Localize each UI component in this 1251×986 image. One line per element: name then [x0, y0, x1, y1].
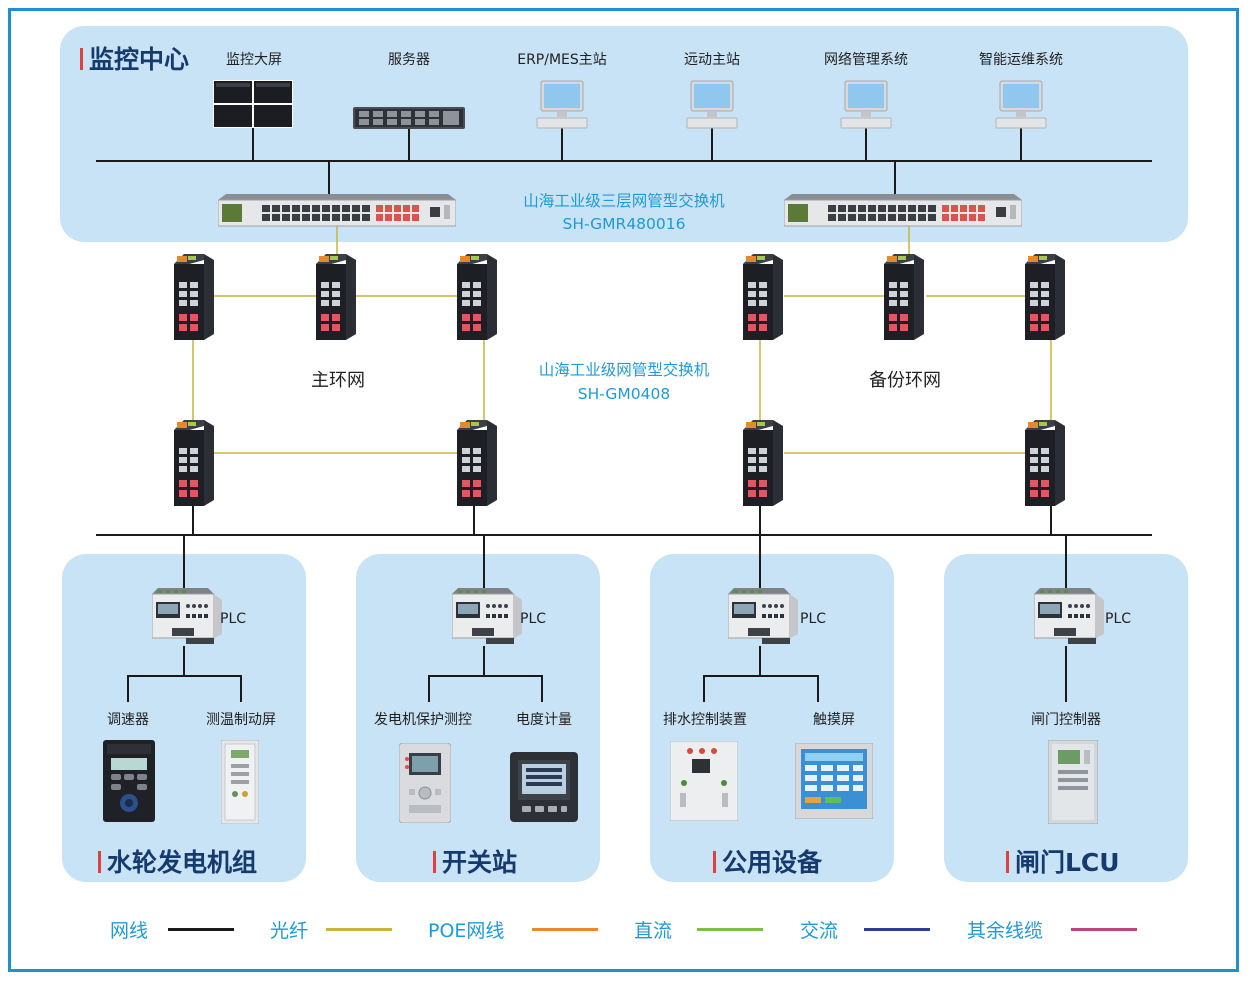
legend-label-poe: POE网线: [428, 920, 505, 942]
legend-label-ethernet: 网线: [110, 920, 149, 942]
device-label-gate-controller: 闸门控制器: [1031, 712, 1101, 728]
legend-line-other-cables: [1071, 928, 1137, 931]
plc-label-gate: PLC: [1105, 611, 1132, 627]
server-rack-icon: [353, 107, 465, 129]
computer-icon-remote: [686, 80, 738, 129]
computer-icon-network-mgmt: [840, 80, 892, 129]
gate-controller-icon: [1048, 740, 1098, 824]
temp-brake-panel-icon: [221, 740, 259, 824]
device-label-touch-screen: 触摸屏: [813, 712, 855, 728]
legend-label-dc: 直流: [634, 920, 673, 942]
device-label-server: 服务器: [388, 52, 430, 68]
ring-switch-icon-6: [1025, 254, 1065, 340]
plc-label-switchyard: PLC: [520, 611, 547, 627]
plc-label-public: PLC: [800, 611, 827, 627]
device-label-governor: 调速器: [107, 712, 149, 728]
video-wall-icon: [213, 80, 293, 128]
device-label-video-wall: 监控大屏: [226, 52, 282, 68]
drainage-control-icon: [670, 741, 738, 821]
ring-switch-icon-2: [316, 254, 356, 340]
station-drop-lines: [127, 506, 1067, 702]
legend-label-fiber: 光纤: [270, 920, 309, 942]
diagram-frame: [8, 8, 1239, 972]
computer-icon-smart-ops: [995, 80, 1047, 129]
plc-icon-generator: [152, 588, 223, 645]
ring-switch-icon-1: [174, 254, 214, 340]
control-center-title: 监控中心: [80, 40, 189, 76]
ring-switch-name: 山海工业级网管型交换机: [538, 361, 710, 379]
device-label-erp-mes: ERP/MES主站: [517, 52, 607, 68]
energy-meter-icon: [510, 752, 578, 822]
ring-switch-icon-7: [174, 420, 214, 506]
plc-label-generator: PLC: [220, 611, 247, 627]
plc-icon-public: [728, 588, 799, 645]
ring-switch-icon-10: [1025, 420, 1065, 506]
touch-screen-icon: [795, 743, 873, 819]
ring-switch-model: SH-GM0408: [577, 385, 671, 403]
device-label-generator-protection: 发电机保护测控: [374, 712, 472, 728]
legend-label-ac: 交流: [800, 920, 839, 942]
generator-protection-icon: [399, 743, 451, 823]
ring-switch-icon-3: [457, 254, 497, 340]
station-title-public: 公用设备: [713, 843, 822, 879]
core-switch-model: SH-GMR480016: [562, 215, 686, 233]
device-label-smart-ops: 智能运维系统: [979, 52, 1063, 68]
device-label-network-mgmt: 网络管理系统: [824, 52, 908, 68]
backup-ring-label: 备份环网: [869, 370, 941, 391]
ring-switch-icon-8: [457, 420, 497, 506]
computer-icon-erp: [536, 80, 588, 129]
device-label-remote-master: 远动主站: [684, 52, 740, 68]
governor-icon: [103, 740, 155, 822]
device-label-drainage-control: 排水控制装置: [663, 712, 747, 728]
legend-line-poe: [532, 928, 598, 931]
core-switch-icon-left: [218, 194, 456, 227]
ring-switch-icon-4: [743, 254, 783, 340]
core-switch-name: 山海工业级三层网管型交换机: [523, 192, 725, 210]
device-label-temp-brake-panel: 测温制动屏: [206, 712, 276, 728]
core-switch-icon-right: [784, 194, 1022, 227]
station-title-gate: 闸门LCU: [1006, 843, 1120, 879]
station-title-switchyard: 开关站: [433, 843, 517, 879]
device-drop-lines: [252, 127, 1022, 198]
plc-icon-switchyard: [452, 588, 523, 645]
main-ring-label: 主环网: [311, 370, 365, 391]
ring-switch-icon-5: [884, 254, 924, 340]
legend-line-dc: [697, 928, 763, 931]
legend-label-other-cables: 其余线缆: [967, 920, 1044, 942]
legend-line-ethernet: [168, 928, 234, 931]
ring-switch-icon-9: [743, 420, 783, 506]
device-label-energy-meter: 电度计量: [516, 712, 572, 728]
legend-line-fiber: [326, 928, 392, 931]
legend-line-ac: [864, 928, 930, 931]
station-title-generator: 水轮发电机组: [98, 843, 257, 879]
plc-icon-gate: [1034, 588, 1105, 645]
